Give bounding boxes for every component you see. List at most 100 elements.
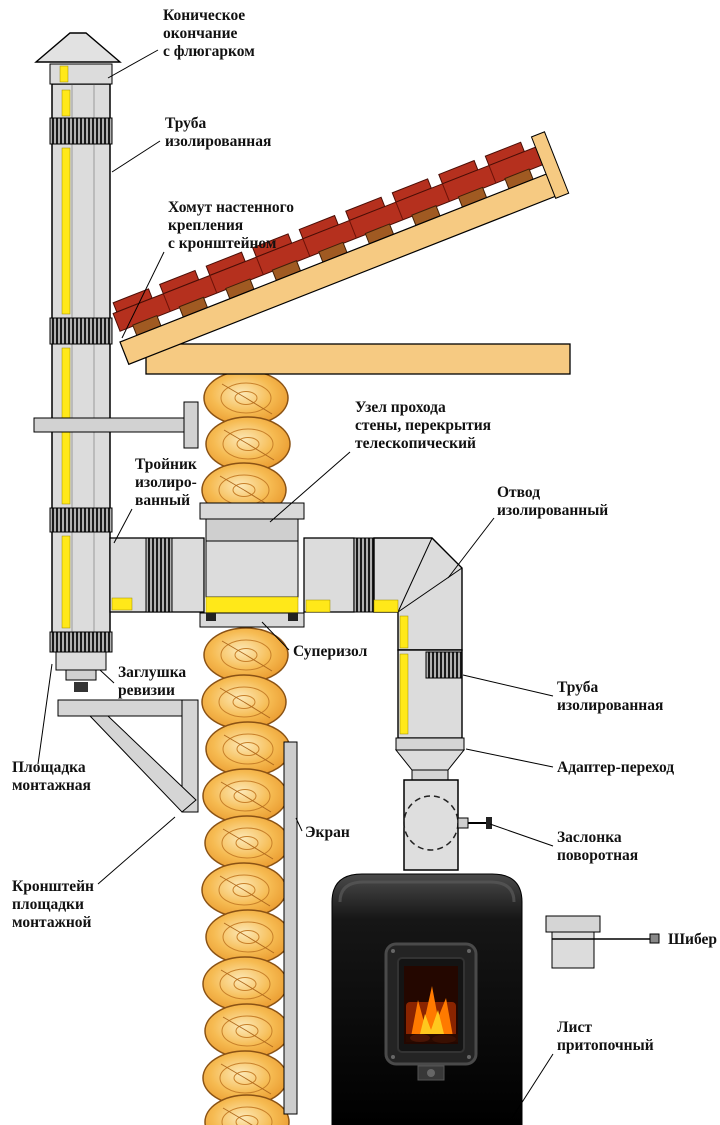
label-cap-1: Коническое [163, 7, 245, 24]
label-damper-2: поворотная [557, 847, 638, 864]
label-bracket-1: Кронштейн [12, 878, 94, 895]
label-pipe-top-2: изолированная [165, 133, 271, 150]
leader-lines [37, 49, 554, 1119]
label-floor-sheet-1: Лист [557, 1019, 592, 1036]
label-bracket-2: площадки [12, 896, 84, 913]
stove-top-edge [338, 880, 516, 903]
wall-clamp [33, 401, 199, 449]
label-pass-unit-1: Узел прохода [355, 399, 446, 416]
log-wall-upper [201, 370, 291, 518]
platform-wall-plate [181, 699, 199, 813]
insulation-stripe [61, 535, 71, 629]
label-bracket-3: монтажной [12, 914, 92, 931]
label-superisol: Суперизол [293, 643, 368, 660]
stove [331, 873, 523, 1125]
clamp-bar [33, 417, 191, 433]
chimney-main-pipe [49, 83, 113, 653]
label-clamp-2: крепления [168, 217, 243, 234]
insulated-tee-branch [109, 537, 205, 613]
label-platform-2: монтажная [12, 777, 91, 794]
label-pipe-right-2: изолированная [557, 697, 663, 714]
damper-box [403, 779, 459, 871]
label-shiber: Шибер [668, 931, 717, 948]
label-elbow-2: изолированный [497, 502, 608, 519]
duct-collar [353, 537, 375, 613]
labels: Коническое окончание с флюгарком Труба и… [12, 7, 717, 1054]
pipe-joint-collar [49, 507, 113, 533]
platform-brace [88, 715, 197, 813]
label-tee-2: изолиро- [135, 474, 197, 491]
mounting-platform [57, 699, 199, 813]
log-wall-lower [201, 627, 291, 1125]
insulation-stripe [399, 653, 409, 735]
stove-latch-knob [427, 1069, 435, 1077]
label-pass-unit-3: телескопический [355, 435, 476, 452]
adapter-flange [395, 737, 465, 751]
shiber-handle [649, 933, 660, 944]
damper-axle [457, 817, 469, 829]
insulation-stripe [61, 89, 71, 117]
cap-collar [49, 63, 113, 85]
pass-unit-mark [288, 613, 298, 621]
wall-pass-unit [199, 502, 305, 628]
shiber-damper [545, 915, 660, 969]
label-platform-1: Площадка [12, 759, 86, 776]
plug-knob [74, 682, 88, 692]
insulation-stripe [373, 599, 399, 613]
adapter-neck [411, 769, 449, 781]
label-tee-1: Тройник [135, 456, 197, 473]
elbow-body [373, 537, 463, 651]
clamp-wall-plate [183, 401, 199, 449]
right-pipe-collar [425, 651, 463, 679]
insulation-stripe [305, 599, 331, 613]
label-pipe-right-1: Труба [557, 679, 598, 696]
label-tee-3: ванный [135, 492, 190, 509]
label-pass-unit-2: стены, перекрытия [355, 417, 491, 434]
insulation-stripe [399, 615, 409, 649]
right-insulated-pipe [397, 649, 463, 739]
pipe-joint-collar [49, 631, 113, 653]
cap-cone [34, 32, 122, 63]
plug-base [65, 669, 97, 681]
label-cap-3: с флюгарком [163, 43, 255, 60]
coals [406, 1034, 458, 1042]
chimney-pipe-body [51, 83, 111, 651]
label-elbow-1: Отвод [497, 484, 540, 501]
pass-unit-upper [205, 518, 299, 542]
tee-branch-collar [145, 537, 173, 613]
label-revision-plug-1: Заглушка [118, 664, 186, 681]
label-pipe-top-1: Труба [165, 115, 206, 132]
adapter-transition [394, 737, 466, 781]
label-revision-plug-2: ревизии [118, 682, 175, 699]
adapter-cone [394, 749, 466, 771]
plug-cap [55, 651, 107, 671]
roof-end-cap [530, 131, 570, 199]
insulated-elbow [373, 537, 463, 651]
label-clamp-3: с кронштейном [168, 235, 277, 252]
insulation-stripe [59, 65, 69, 83]
rotary-damper [403, 779, 492, 871]
shiber-body [551, 931, 595, 969]
horizontal-duct [303, 537, 375, 613]
pipe-joint-collar [49, 117, 113, 145]
pass-unit-mark [206, 613, 216, 621]
label-cap-2: окончание [163, 25, 238, 42]
insulation-stripe [111, 597, 133, 611]
heat-screen [283, 741, 298, 1115]
flame-outer [410, 986, 454, 1042]
platform-bar [57, 699, 191, 717]
label-floor-sheet-2: притопочный [557, 1037, 654, 1054]
label-screen: Экран [305, 824, 350, 841]
revision-plug [55, 651, 107, 692]
shiber-collar [545, 915, 601, 933]
label-clamp-1: Хомут настенного [168, 199, 294, 216]
damper-handle [486, 817, 492, 829]
conical-cap [34, 32, 122, 85]
pipe-joint-collar [49, 317, 113, 345]
insulation-stripe [61, 147, 71, 315]
ceiling-beam [145, 343, 571, 375]
label-adapter: Адаптер-переход [557, 759, 674, 776]
pass-unit-bottom-plate [199, 612, 305, 628]
